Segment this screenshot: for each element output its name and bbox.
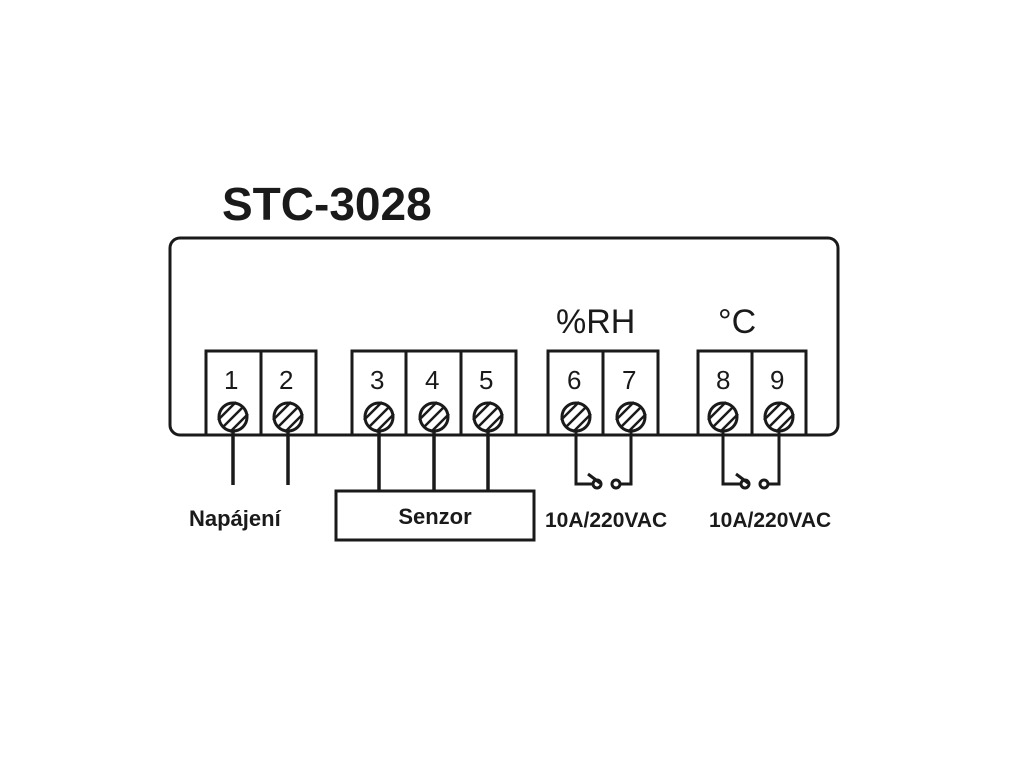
device-title: STC-3028 [222, 178, 432, 230]
temperature-relay-contact [721, 432, 781, 490]
screw-terminal-icon [472, 401, 504, 433]
humidity-group-label: %RH [556, 303, 635, 341]
relay-contact-point [610, 478, 622, 490]
screw-terminal-icon [763, 401, 795, 433]
relay-lead-right [620, 432, 633, 486]
screw-terminal-icon [217, 401, 249, 433]
screw-terminal-icon [363, 401, 395, 433]
terminal-number-5: 5 [479, 365, 493, 395]
screw-terminal-icon [560, 401, 592, 433]
relay-switch-arm [587, 472, 601, 485]
sensor-label: Senzor [398, 504, 472, 529]
temperature-relay-rating: 10A/220VAC [709, 509, 831, 532]
screw-terminal-icon [615, 401, 647, 433]
terminal-number-3: 3 [370, 365, 384, 395]
humidity-relay-rating: 10A/220VAC [545, 509, 667, 532]
screw-terminal-icon [707, 401, 739, 433]
power-label: Napájení [189, 506, 282, 531]
screw-terminal-icon [418, 401, 450, 433]
temperature-group-label: °C [718, 303, 756, 341]
relay-lead-right [769, 432, 781, 486]
terminal-number-4: 4 [425, 365, 439, 395]
screw-terminals [217, 401, 795, 433]
relay-switch-arm [735, 472, 749, 485]
sensor-box [334, 489, 536, 542]
terminal-number-9: 9 [770, 365, 784, 395]
relay-lead-left [574, 432, 592, 486]
screw-terminal-icon [272, 401, 304, 433]
terminal-number-1: 1 [224, 365, 238, 395]
terminal-number-7: 7 [622, 365, 636, 395]
terminal-number-2: 2 [279, 365, 293, 395]
terminal-number-8: 8 [716, 365, 730, 395]
relay-contact-point [758, 478, 770, 490]
terminal-number-6: 6 [567, 365, 581, 395]
relay-lead-left [721, 432, 740, 486]
humidity-relay-contact [574, 432, 633, 490]
